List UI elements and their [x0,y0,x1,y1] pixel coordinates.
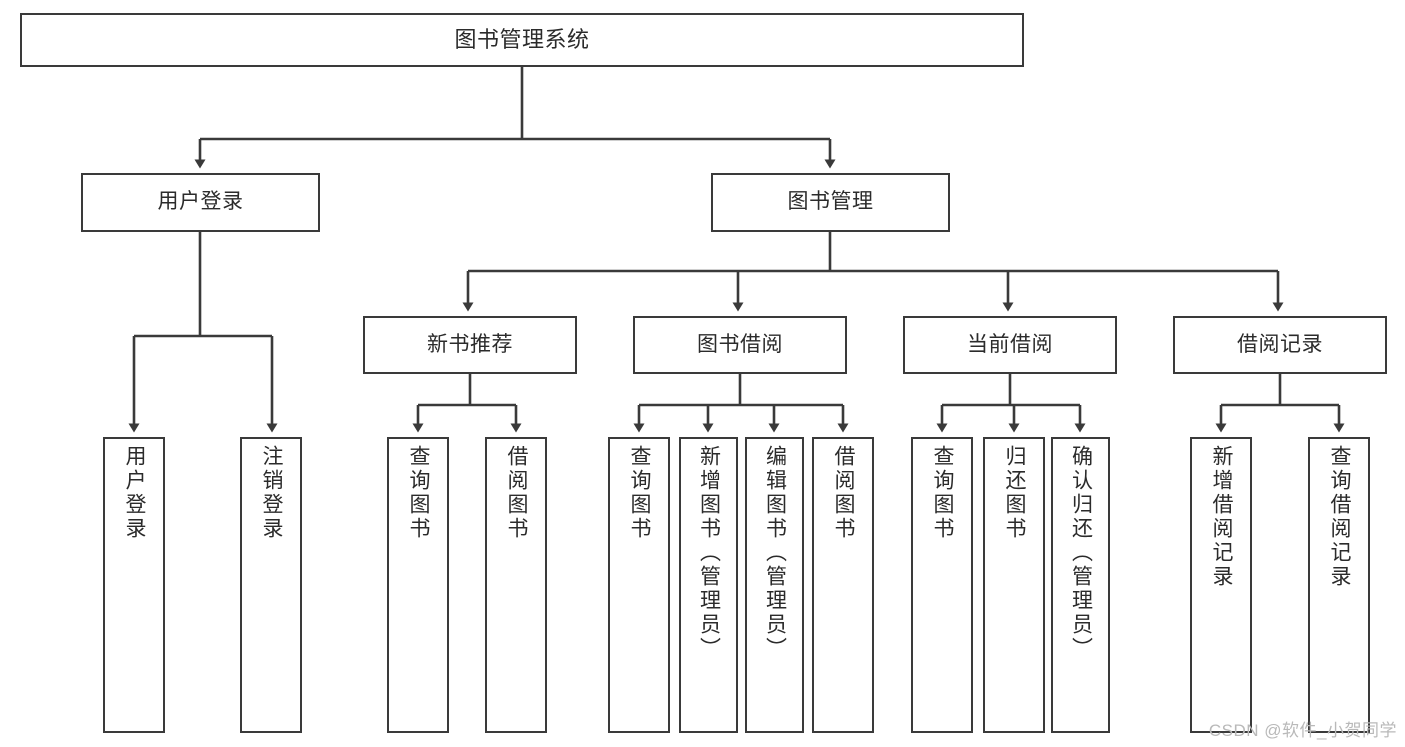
node-book-borrow[interactable]: 图书借阅 [633,316,847,374]
leaf-label: 查询图书 [628,445,652,541]
node-book-manage-label: 图书管理 [787,190,874,214]
node-book-borrow-label: 图书借阅 [697,332,783,356]
leaf-label: 借阅图书 [505,445,529,541]
leaf-logout[interactable]: 注销登录 [240,437,302,733]
leaf-label: 借阅图书 [832,445,856,541]
node-current-borrow-label: 当前借阅 [967,332,1053,356]
leaf-label: 用户登录 [123,445,147,541]
node-current-borrow[interactable]: 当前借阅 [903,316,1117,374]
leaf-label: 确认归还（管理员） [1069,445,1093,661]
leaf-add-borrow-record[interactable]: 新增借阅记录 [1190,437,1252,733]
leaf-label: 新增借阅记录 [1210,445,1234,589]
node-book-manage[interactable]: 图书管理 [711,173,950,232]
leaf-confirm-return-admin[interactable]: 确认归还（管理员） [1051,437,1110,733]
node-user-login-label: 用户登录 [157,190,244,214]
leaf-query-book-borrow[interactable]: 查询图书 [608,437,670,733]
leaf-label: 归还图书 [1003,445,1027,541]
node-borrow-record[interactable]: 借阅记录 [1173,316,1387,374]
leaf-label: 编辑图书（管理员） [763,445,787,661]
leaf-label: 注销登录 [260,445,284,541]
leaf-label: 查询借阅记录 [1328,445,1352,589]
node-borrow-record-label: 借阅记录 [1237,332,1323,356]
leaf-label: 查询图书 [407,445,431,541]
node-root-label: 图书管理系统 [454,27,590,53]
leaf-add-book-admin[interactable]: 新增图书（管理员） [679,437,738,733]
leaf-borrow-book[interactable]: 借阅图书 [812,437,874,733]
leaf-edit-book-admin[interactable]: 编辑图书（管理员） [745,437,804,733]
node-new-book-recommend-label: 新书推荐 [427,332,513,356]
leaf-query-borrow-record[interactable]: 查询借阅记录 [1308,437,1370,733]
leaf-query-book-newbook[interactable]: 查询图书 [387,437,449,733]
leaf-return-book[interactable]: 归还图书 [983,437,1045,733]
leaf-borrow-book-newbook[interactable]: 借阅图书 [485,437,547,733]
csdn-watermark: CSDN @软件_小贺同学 [1208,721,1397,740]
node-root[interactable]: 图书管理系统 [20,13,1024,67]
leaf-label: 新增图书（管理员） [697,445,721,661]
node-user-login[interactable]: 用户登录 [81,173,320,232]
node-new-book-recommend[interactable]: 新书推荐 [363,316,577,374]
leaf-label: 查询图书 [931,445,955,541]
leaf-query-book-current[interactable]: 查询图书 [911,437,973,733]
leaf-user-login[interactable]: 用户登录 [103,437,165,733]
